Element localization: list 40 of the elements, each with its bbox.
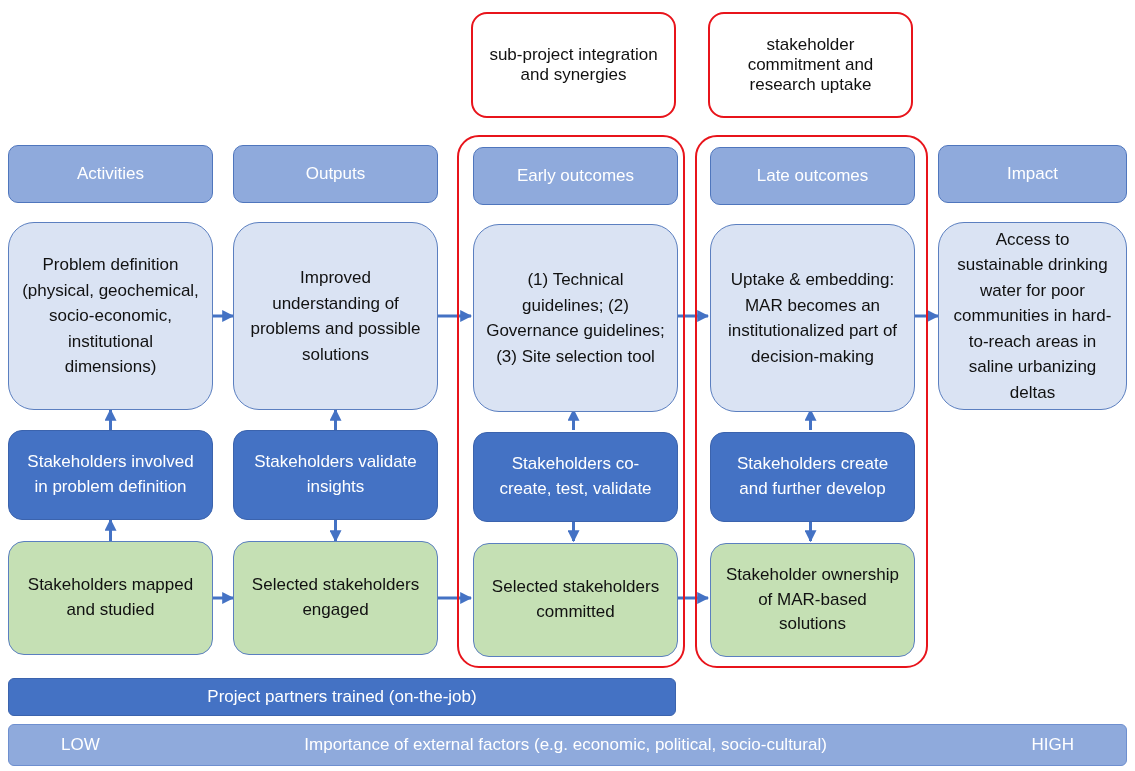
stakeholder-box: Stakeholder ownership of MAR-based solutions	[710, 543, 915, 657]
scale-low-label: LOW	[61, 735, 100, 755]
stakeholder-activity-box: Stakeholders involved in problem definition	[8, 430, 213, 520]
outcome-box: Problem definition (physical, geochemical, socio-economic, institutional dimensions)	[8, 222, 213, 410]
arrow	[676, 310, 710, 322]
arrow	[213, 592, 235, 604]
arrow	[104, 518, 117, 541]
arrow	[213, 310, 235, 322]
note-box: sub-project integration and synergies	[471, 12, 676, 118]
stakeholder-box: Stakeholders mapped and studied	[8, 541, 213, 655]
stakeholder-activity-box: Stakeholders validate insights	[233, 430, 438, 520]
group-outline	[457, 135, 685, 668]
scale-title: Importance of external factors (e.g. economic, political, socio-cultural)	[304, 735, 827, 755]
outcome-box: Access to sustainable drinking water for poor communities in hard-to-reach areas in saline urbanizing deltas	[938, 222, 1127, 410]
arrow	[913, 310, 940, 322]
outcome-box: (1) Technical guidelines; (2) Governance guidelines; (3) Site selection tool	[473, 224, 678, 412]
arrow	[329, 408, 342, 430]
arrow	[438, 310, 473, 322]
arrow	[438, 592, 473, 604]
arrow	[329, 520, 342, 543]
outcome-box: Uptake & embedding: MAR becomes an institutionalized part of decision-making	[710, 224, 915, 412]
note-box: stakeholder commitment and research uptake	[708, 12, 913, 118]
arrow	[676, 592, 710, 604]
arrow	[567, 520, 580, 543]
stakeholder-box: Selected stakeholders committed	[473, 543, 678, 657]
stakeholder-activity-box: Stakeholders co-create, test, validate	[473, 432, 678, 522]
column-header: Early outcomes	[473, 147, 678, 205]
column-header: Late outcomes	[710, 147, 915, 205]
column-header: Activities	[8, 145, 213, 203]
scale-band	[8, 724, 1127, 766]
group-outline	[695, 135, 928, 668]
outcome-box: Improved understanding of problems and possible solutions	[233, 222, 438, 410]
column-header: Outputs	[233, 145, 438, 203]
scale-high-label: HIGH	[1031, 735, 1074, 755]
arrow	[104, 408, 117, 430]
stakeholder-box: Selected stakeholders engaged	[233, 541, 438, 655]
arrow	[804, 520, 817, 543]
column-header: Impact	[938, 145, 1127, 203]
training-bar: Project partners trained (on-the-job)	[8, 678, 676, 716]
stakeholder-activity-box: Stakeholders create and further develop	[710, 432, 915, 522]
